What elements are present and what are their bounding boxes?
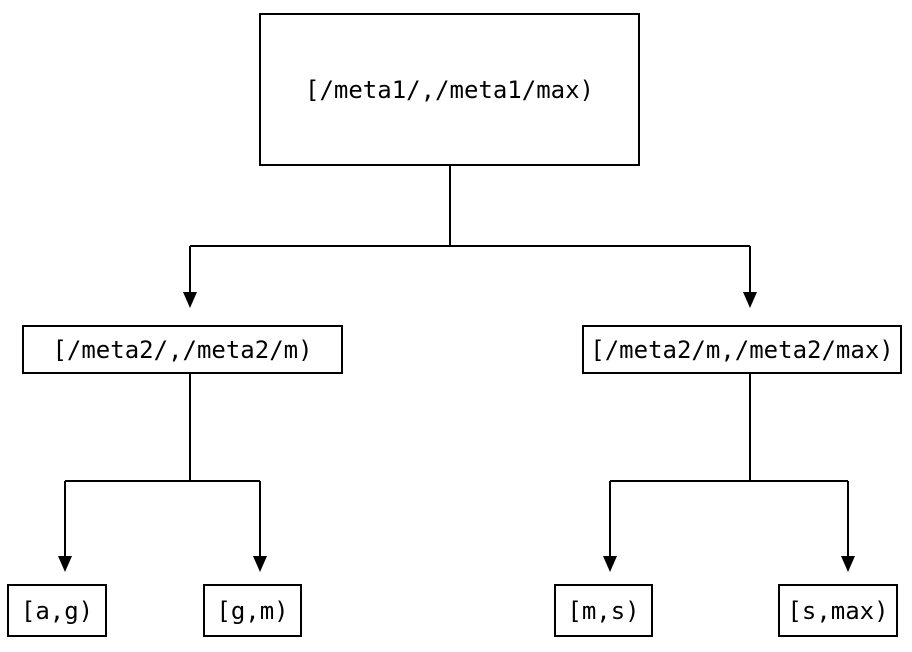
node-meta2-upper-range: [/meta2/m,/meta2/max) <box>582 325 902 374</box>
arrow-down-icon <box>58 556 72 572</box>
arrow-down-icon <box>841 556 855 572</box>
node-label: [m,s) <box>567 596 640 625</box>
node-label: [/meta2/m,/meta2/max) <box>590 335 894 364</box>
node-label: [g,m) <box>216 596 289 625</box>
node-meta2-lower-range: [/meta2/,/meta2/m) <box>22 325 343 374</box>
connector-left-children <box>58 374 267 572</box>
node-leaf-g-m: [g,m) <box>203 584 302 637</box>
arrow-down-icon <box>743 292 757 308</box>
node-leaf-a-g: [a,g) <box>7 584 107 637</box>
node-label: [s,max) <box>787 596 889 625</box>
arrow-down-icon <box>183 292 197 308</box>
arrow-down-icon <box>253 556 267 572</box>
node-meta1-range: [/meta1/,/meta1/max) <box>259 13 640 166</box>
connector-root-children <box>183 166 757 308</box>
connector-right-children <box>603 374 855 572</box>
node-label: [/meta1/,/meta1/max) <box>305 75 594 104</box>
node-label: [/meta2/,/meta2/m) <box>52 335 313 364</box>
arrow-down-icon <box>603 556 617 572</box>
node-label: [a,g) <box>20 596 94 625</box>
node-leaf-s-max: [s,max) <box>778 584 898 637</box>
node-leaf-m-s: [m,s) <box>554 584 653 637</box>
